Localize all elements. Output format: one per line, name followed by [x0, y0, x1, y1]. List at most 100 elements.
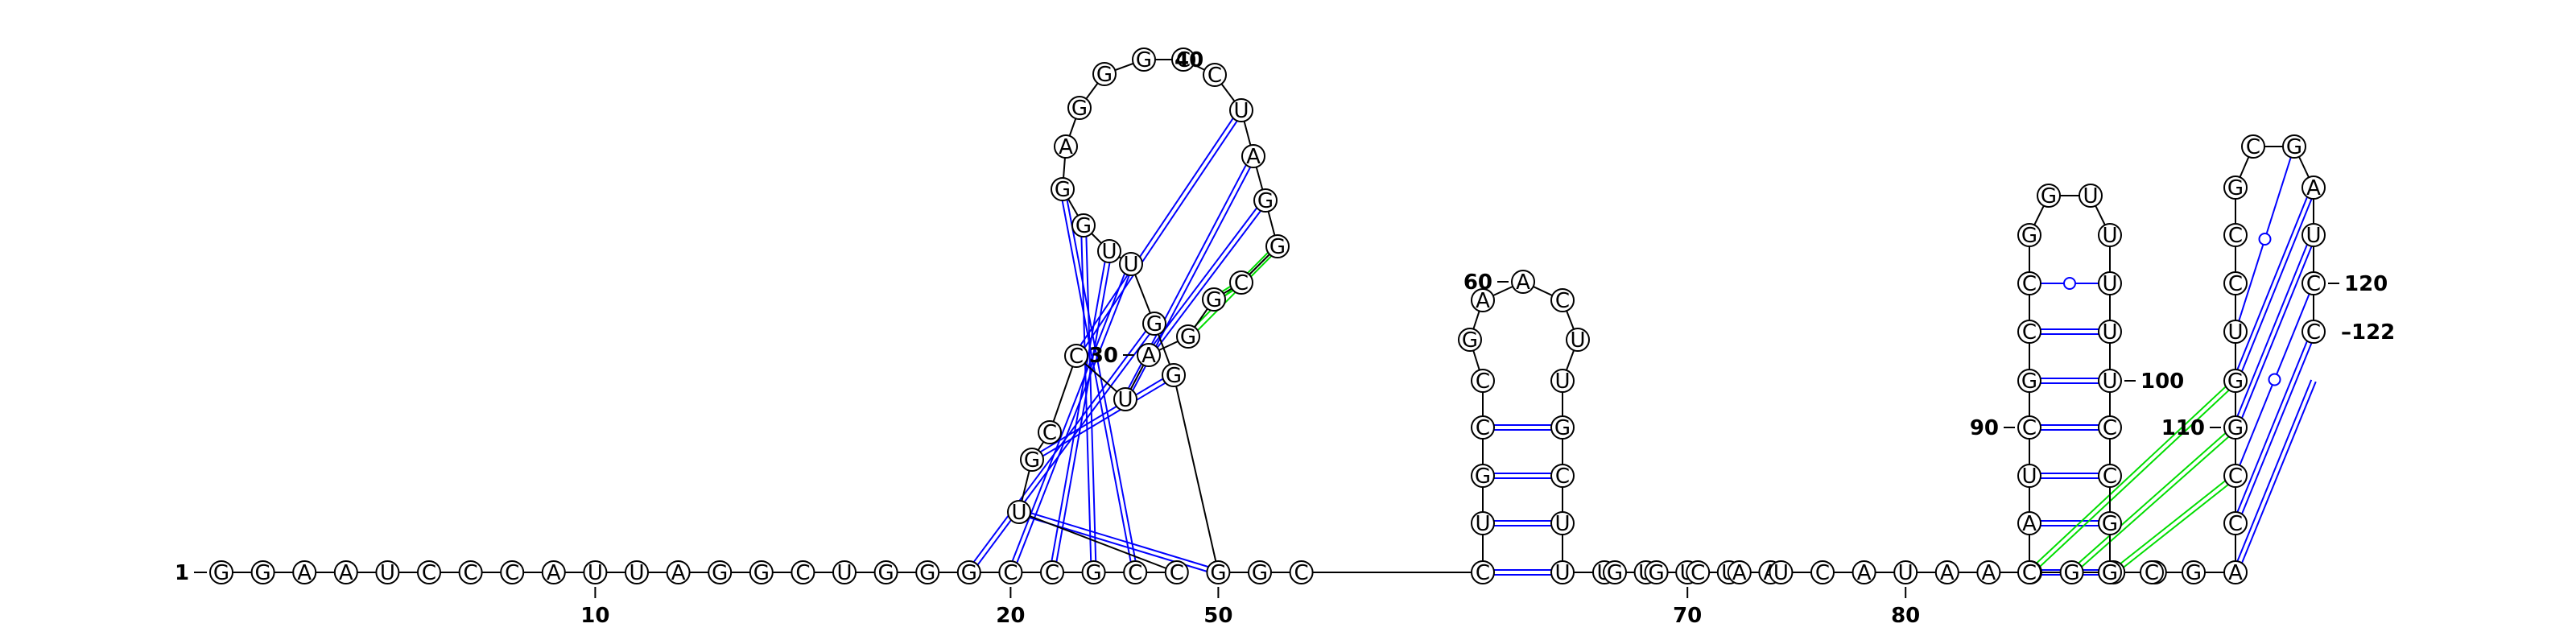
position-marker: 40: [1158, 48, 1203, 72]
nucleotide-letter: C: [2246, 135, 2260, 159]
nucleotide: G: [708, 560, 733, 585]
nucleotide-letter: G: [919, 561, 935, 585]
nucleotide-letter: C: [2306, 272, 2321, 296]
nucleotide-letter: U: [1011, 501, 1026, 525]
base-pair: [2232, 186, 2317, 382]
nucleotide-letter: C: [1690, 561, 1705, 585]
nucleotide: A: [1934, 560, 1959, 585]
pair-line: [2232, 330, 2313, 523]
nucleotide: C: [2017, 320, 2041, 345]
nucleotide-letter: G: [2227, 416, 2244, 440]
nucleotide-letter: G: [2021, 224, 2037, 248]
nucleotide: G: [1162, 363, 1186, 388]
position-marker: 70: [1673, 587, 1702, 628]
nucleotide: C: [2241, 134, 2265, 159]
nucleotide-letter: C: [2228, 272, 2243, 296]
nucleotide-circle: [1511, 270, 1535, 294]
nucleotide-letter: U: [380, 561, 395, 585]
nucleotide-circle: [2017, 369, 2041, 393]
nucleotide: U: [2079, 184, 2103, 209]
nucleotide-circle: [1550, 415, 1575, 440]
nucleotide: U: [625, 560, 649, 585]
nucleotide-circle: [708, 560, 733, 584]
nucleotide-circle: [2223, 271, 2248, 295]
nucleotide-letter: C: [1176, 48, 1191, 72]
base-pair: [2232, 379, 2317, 574]
nucleotide: U: [1007, 500, 1031, 525]
nucleotide: G: [2098, 511, 2122, 536]
pair-line: [1012, 264, 1134, 574]
nucleotide-circle: [625, 560, 649, 584]
nucleotide-circle: [1171, 47, 1195, 72]
nucleotide-letter: C: [1042, 421, 1057, 445]
nucleotide-letter: G: [1055, 178, 1071, 202]
nucleotide-letter: C: [1128, 561, 1142, 585]
nucleotide: C: [1064, 344, 1088, 369]
position-marker: 60: [1463, 270, 1509, 295]
nucleotide-letter: C: [1208, 64, 1222, 88]
nucleotide-letter: A: [2022, 512, 2037, 536]
nucleotide-circle: [1550, 464, 1575, 488]
nucleotide-circle: [666, 560, 691, 584]
nucleotide: C: [2301, 320, 2326, 345]
position-marker: 90: [1970, 416, 2015, 440]
nucleotide-circle: [1471, 369, 1495, 393]
nucleotide: G: [250, 560, 275, 585]
nucleotide-circle: [2059, 560, 2084, 584]
nucleotide: C: [1171, 47, 1195, 72]
base-pair: [2235, 146, 2295, 332]
nucleotide: A: [2017, 511, 2041, 536]
nucleotide-letter: G: [2041, 184, 2057, 209]
nucleotide: G: [915, 560, 940, 585]
nucleotide: C: [2140, 560, 2164, 585]
nucleotide-letter: U: [629, 561, 644, 585]
marker-label: 40: [1174, 48, 1203, 72]
nucleotide: G: [1081, 560, 1106, 585]
marker-label: 10: [580, 604, 609, 628]
nucleotide-circle: [583, 560, 608, 584]
nucleotide: G: [956, 560, 981, 585]
nucleotide-circle: [2223, 175, 2248, 200]
nucleotide-letter: C: [464, 561, 478, 585]
nucleotide-letter: U: [2102, 370, 2117, 394]
nucleotide: U: [1769, 560, 1794, 585]
marker-label: 50: [1203, 604, 1232, 628]
marker-label: 30: [1089, 344, 1118, 368]
pair-line: [2069, 425, 2235, 572]
nucleotide: U: [375, 560, 400, 585]
nucleotide-circle: [1071, 213, 1096, 237]
nucleotide-circle: [2301, 175, 2326, 200]
nucleotide-letter: U: [1101, 240, 1117, 264]
nucleotide: U: [583, 560, 608, 585]
nucleotide-circle: [2098, 369, 2122, 393]
nucleotide-letter: G: [1180, 325, 1196, 349]
nucleotide-circle: [1054, 134, 1078, 159]
position-marker: 30: [1089, 344, 1134, 368]
marker-label: 120: [2344, 272, 2388, 296]
nucleotide-circle: [832, 560, 857, 584]
nucleotide-letter: U: [2021, 465, 2037, 489]
nucleotide: C: [1471, 560, 1495, 585]
base-pair: [2232, 233, 2317, 429]
nucleotide: C: [1229, 270, 1253, 295]
nucleotide-circle: [2241, 134, 2265, 159]
nucleotide: C: [2017, 560, 2041, 585]
nucleotide-circle: [1164, 560, 1189, 584]
base-pair: [1483, 473, 1563, 479]
nucleotide: A: [333, 560, 358, 585]
base-pair: [2235, 283, 2314, 477]
nucleotide-letter: A: [671, 561, 686, 585]
nucleotide-letter: C: [1069, 345, 1084, 369]
nucleotide-circle: [1176, 324, 1200, 349]
base-pair: [2029, 328, 2110, 335]
nucleotide-circle: [2037, 184, 2061, 208]
base-pair: [1007, 262, 1134, 574]
nucleotide-circle: [2140, 560, 2164, 584]
pair-line: [1073, 108, 1241, 355]
nucleotide: G: [2223, 415, 2248, 440]
nucleotide-letter: G: [2102, 561, 2118, 585]
nucleotide-circle: [1123, 560, 1148, 584]
nucleotide-circle: [1067, 96, 1092, 120]
end-label: –122: [2341, 320, 2395, 345]
